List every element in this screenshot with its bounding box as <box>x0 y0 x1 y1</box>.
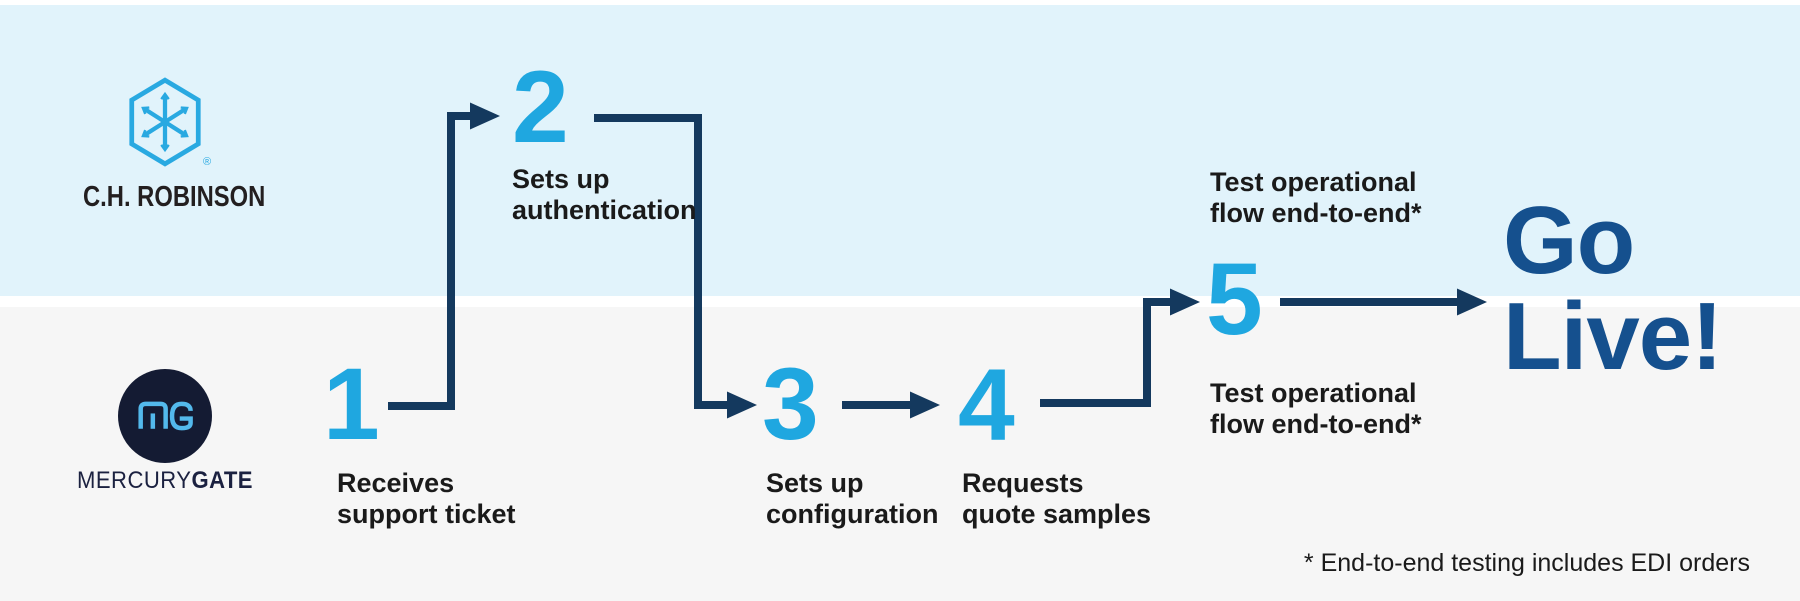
mercurygate-monogram-icon <box>118 369 212 463</box>
footnote: * End-to-end testing includes EDI orders <box>1303 549 1750 577</box>
ch-robinson-hexagon-icon <box>129 77 201 167</box>
step-3-label: Sets up configuration <box>766 468 939 529</box>
lane-ch-robinson <box>0 5 1800 296</box>
step-2-number: 2 <box>512 50 569 164</box>
chr-registered-trademark: ® <box>203 156 212 168</box>
lane-divider <box>0 296 1800 307</box>
step-1-label: Receives support ticket <box>337 468 516 529</box>
connector-step2-to-step3 <box>594 114 757 419</box>
step-2-label: Sets up authentication <box>512 164 697 225</box>
step-1-number: 1 <box>323 347 380 461</box>
lane-mercurygate <box>0 307 1800 601</box>
connector-step4-to-step5 <box>1040 288 1200 407</box>
ch-robinson-wordmark: C.H. ROBINSON <box>83 181 266 213</box>
step-5-number: 5 <box>1206 242 1263 356</box>
go-live-text: Go Live! <box>1503 187 1723 390</box>
step-4-label: Requests quote samples <box>962 468 1152 529</box>
step-5-label-bottom: Test operational flow end-to-end* <box>1210 378 1422 439</box>
connector-step1-to-step2 <box>388 102 500 410</box>
step-4-number: 4 <box>958 348 1015 462</box>
mercurygate-wordmark-gate: GATE <box>191 467 253 494</box>
step-5-label-top: Test operational flow end-to-end* <box>1210 167 1422 228</box>
step-3-number: 3 <box>762 347 819 461</box>
mercurygate-wordmark-mercury: MERCURY <box>76 467 192 494</box>
mercurygate-wordmark: MERCURYGATE <box>70 467 260 495</box>
